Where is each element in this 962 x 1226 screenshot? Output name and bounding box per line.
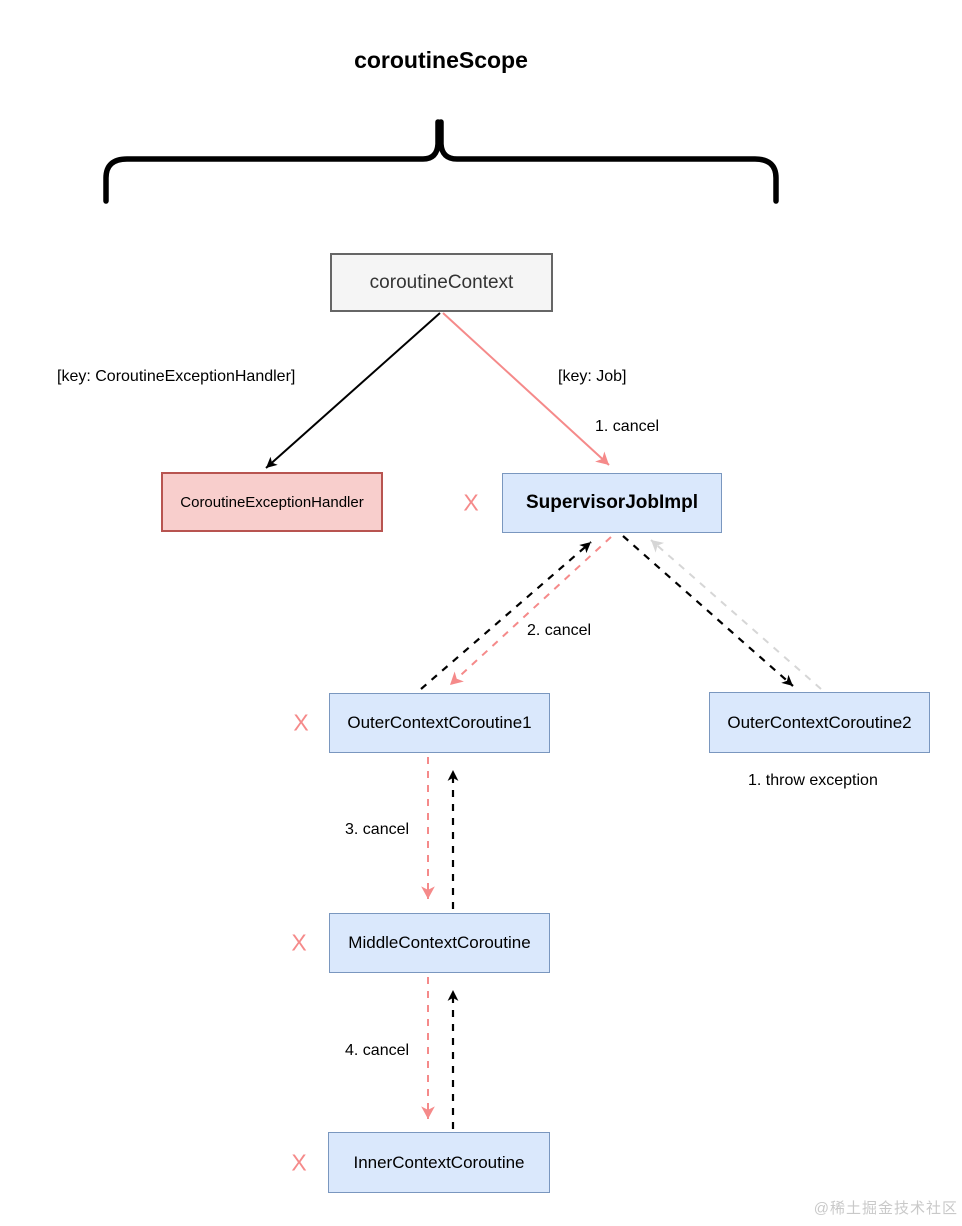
scope-brace-icon: [103, 119, 779, 204]
edge-label-cancel-3: 3. cancel: [345, 821, 410, 838]
diagram-title: coroutineScope: [354, 47, 528, 73]
edge-label-key-job: [key: Job]: [558, 368, 627, 385]
edge-label-throw-exception: 1. throw exception: [748, 772, 878, 789]
edge-context-to-supervisor: [442, 312, 610, 466]
edge-outer1-to-supervisor: [420, 541, 592, 690]
cancelled-x-mark-inner: X: [291, 1149, 307, 1176]
cancelled-x-mark-middle: X: [291, 929, 307, 956]
edge-context-to-handler: [265, 312, 441, 469]
cancelled-x-mark-outer1: X: [293, 709, 309, 736]
edge-outer2-to-supervisor: [650, 539, 822, 690]
edge-label-cancel-4: 4. cancel: [345, 1042, 410, 1059]
node-supervisor-job-impl: SupervisorJobImpl: [502, 473, 722, 533]
node-outer-context-coroutine-2: OuterContextCoroutine2: [709, 692, 930, 753]
cancelled-x-mark-supervisor: X: [463, 489, 479, 516]
node-middle-context-coroutine: MiddleContextCoroutine: [329, 913, 550, 973]
node-coroutine-exception-handler: CoroutineExceptionHandler: [161, 472, 383, 532]
edge-label-cancel-1: 1. cancel: [595, 418, 660, 435]
node-coroutine-context: coroutineContext: [330, 253, 553, 312]
edge-supervisor-to-outer1: [449, 536, 612, 686]
node-inner-context-coroutine: InnerContextCoroutine: [328, 1132, 550, 1193]
edge-supervisor-to-outer2: [622, 535, 794, 687]
node-outer-context-coroutine-1: OuterContextCoroutine1: [329, 693, 550, 753]
watermark-text: @稀土掘金技术社区: [813, 1200, 958, 1217]
edge-label-key-exception-handler: [key: CoroutineExceptionHandler]: [57, 368, 296, 385]
edge-label-cancel-2: 2. cancel: [527, 622, 592, 639]
